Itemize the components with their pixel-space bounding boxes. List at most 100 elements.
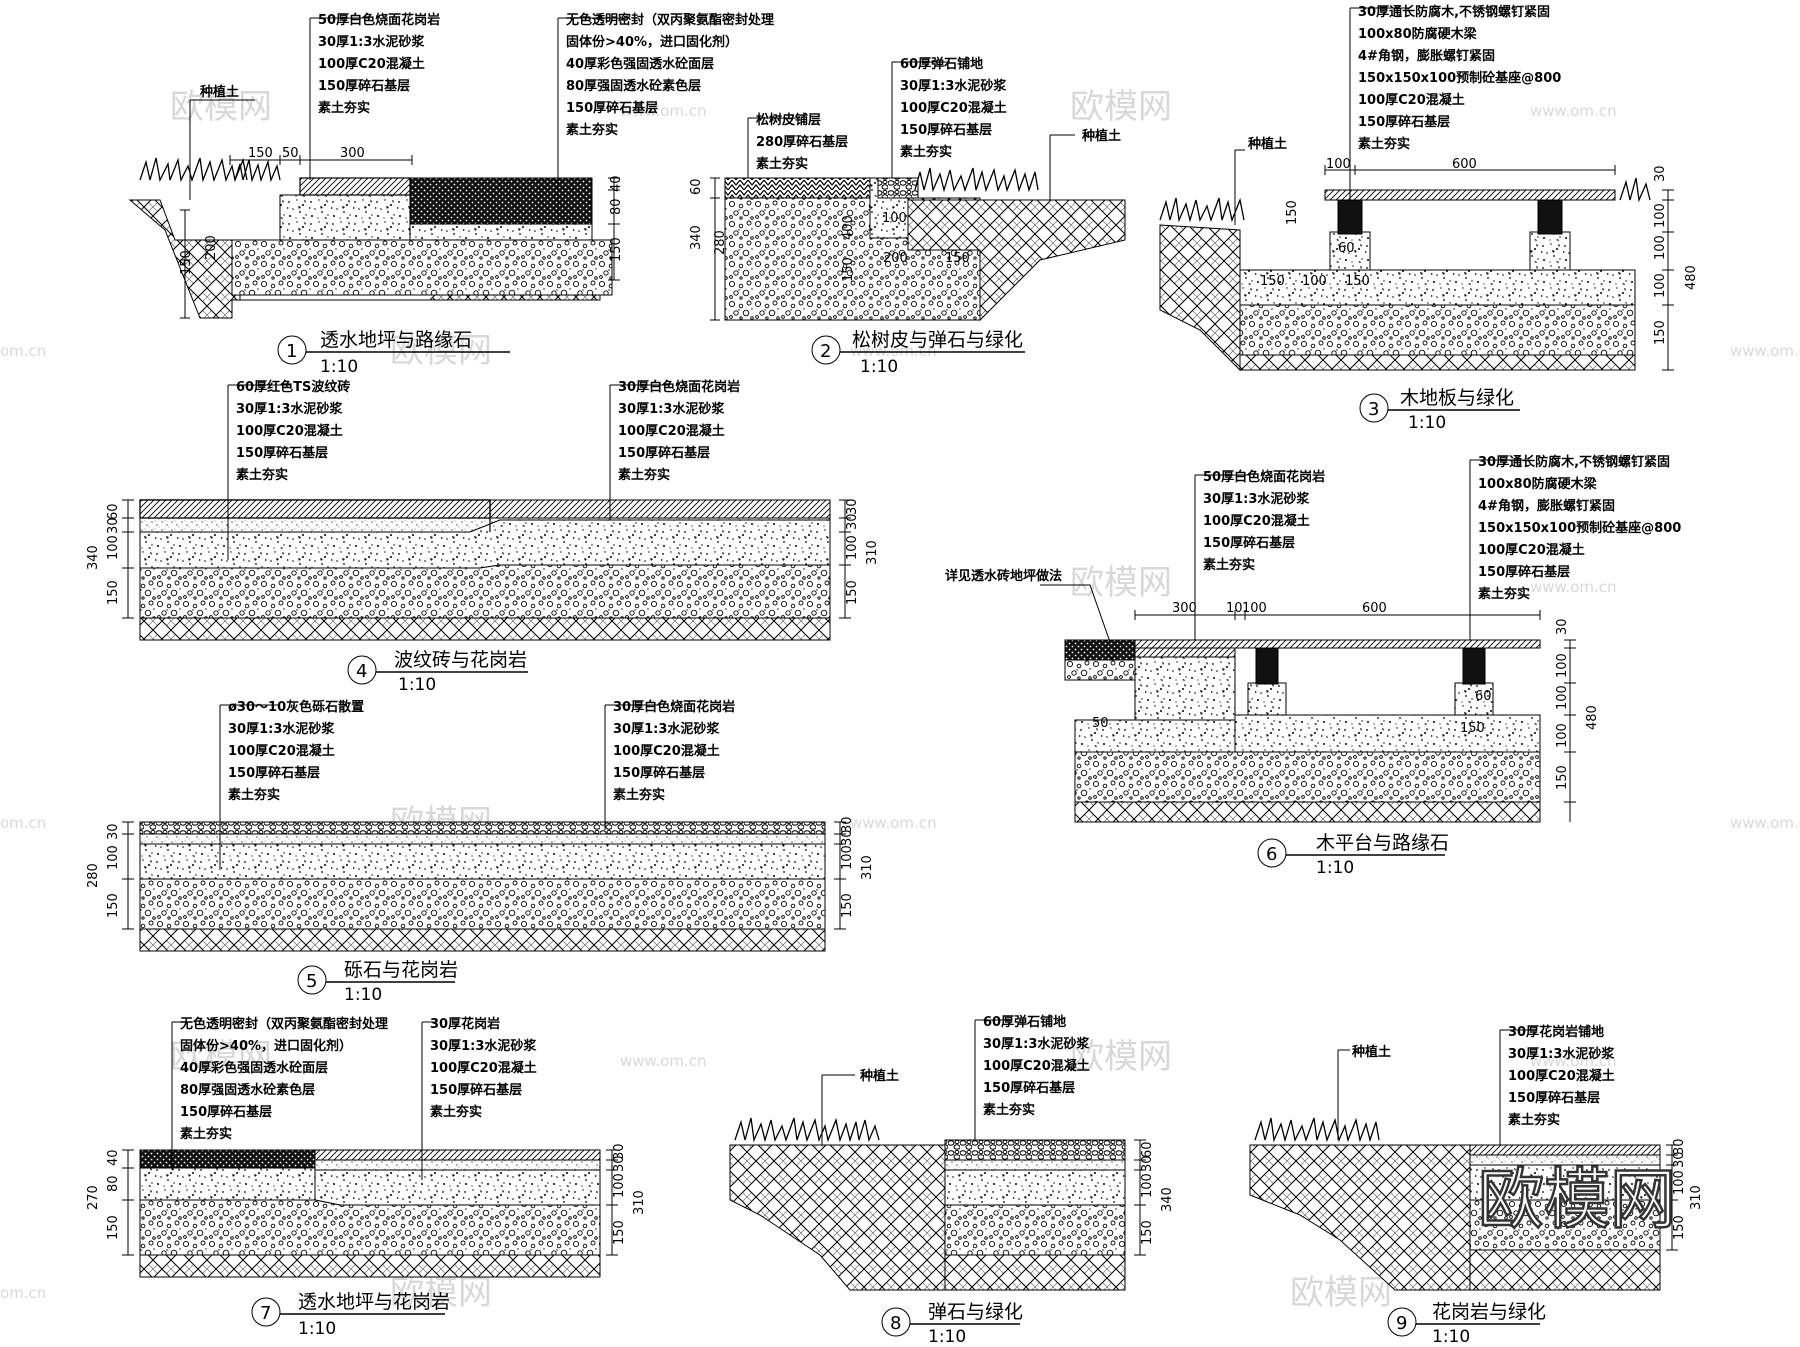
watermark-url: www.om.cn [1530, 1052, 1617, 1070]
detail-7-dim-labels: 40 80 150 270 30 30 100 150 310 [86, 1143, 647, 1245]
dim-label: 150 [1555, 765, 1570, 790]
watermark-url: www.om.cn [1530, 102, 1617, 120]
note-text: 150厚碎石基层 [228, 765, 320, 781]
dim-label: 150 [248, 146, 273, 161]
detail-number-circle [881, 1307, 911, 1337]
dim-label: 30 [1672, 1138, 1687, 1155]
watermark-url: www.om.cn [1530, 578, 1617, 596]
dim-label: 150 [1140, 1220, 1155, 1245]
dim-label: 150 [840, 893, 855, 918]
dim-label: 30 [612, 1155, 627, 1172]
detail-scale: 1:10 [860, 357, 898, 377]
note-text: 30厚通长防腐木,不锈钢螺钉紧固 [1358, 4, 1550, 20]
detail-number-circle [251, 1297, 281, 1327]
note-text: 280厚碎石基层 [756, 134, 848, 150]
watermark-logo: 欧模网 [390, 1273, 492, 1313]
dim-label: 30 [1653, 165, 1668, 182]
dim-label: 150 [845, 580, 860, 605]
note-text: 150厚碎石基层 [566, 100, 658, 116]
note-text: 种植土 [859, 1068, 899, 1084]
note-text: 固体份>40%，进口固化剂） [566, 34, 738, 50]
note-text: 30厚花岗岩铺地 [1508, 1024, 1604, 1040]
detail-title: 砾石与花岗岩 [344, 959, 458, 981]
watermark-url: om.cn [0, 814, 46, 832]
dim-label: 100 [1653, 235, 1668, 260]
dim-label: 50 [1092, 716, 1109, 731]
note-text: 40厚彩色强固透水砼面层 [566, 56, 714, 72]
dim-label: 480 [1684, 265, 1699, 290]
detail-2-notes-a: 松树皮铺层 280厚碎石基层 素土夯实 [756, 112, 848, 172]
detail-1-notes-a: 50厚白色烧面花岗岩 30厚1:3水泥砂浆 100厚C20混凝土 150厚碎石基… [318, 12, 440, 116]
dim-label: 40 [106, 1149, 121, 1166]
note-text: 100厚C20混凝土 [618, 423, 725, 439]
detail-number: 2 [820, 341, 831, 362]
detail-2-pine-bark-cobble-planting: 60 340 280 100 400 150 200 150 松树皮铺层 280… [689, 56, 1126, 377]
dim-label: 30 [845, 498, 860, 515]
note-text: 100厚C20混凝土 [983, 1058, 1090, 1074]
detail-number: 8 [890, 1313, 901, 1334]
dim-label: 150 [106, 580, 121, 605]
note-text: 60厚红色TS波纹砖 [236, 379, 350, 395]
dim-label: 270 [86, 1185, 101, 1210]
note-text: 素土夯实 [618, 467, 670, 483]
detail-5-dim-labels: 30 100 150 280 30 30 100 150 310 [86, 816, 875, 918]
note-text: 100厚C20混凝土 [1358, 92, 1465, 108]
note-text: 素土夯实 [1508, 1112, 1560, 1128]
note-text: 素土夯实 [1478, 586, 1530, 602]
detail-5-notes-a: ø30～10灰色砾石散置 30厚1:3水泥砂浆 100厚C20混凝土 150厚碎… [228, 699, 364, 803]
note-text: 素土夯实 [566, 122, 618, 138]
note-text: 素土夯实 [613, 787, 665, 803]
detail-number-circle [1359, 393, 1389, 423]
note-text: 30厚白色烧面花岗岩 [618, 379, 740, 395]
dim-label: 150 [609, 237, 624, 262]
dim-label: 200 [883, 251, 908, 266]
detail-number: 3 [1368, 399, 1379, 420]
note-text: 素土夯实 [1203, 557, 1255, 573]
detail-7-notes-b: 30厚花岗岩 30厚1:3水泥砂浆 100厚C20混凝土 150厚碎石基层 素土… [430, 1016, 537, 1120]
dim-label: 100 [882, 211, 907, 226]
dim-label: 150 [841, 257, 856, 282]
note-text: 松树皮铺层 [756, 112, 821, 128]
dim-label: 340 [1160, 1187, 1175, 1212]
note-text: 100厚C20混凝土 [228, 743, 335, 759]
detail-5-notes-b: 30厚白色烧面花岗岩 30厚1:3水泥砂浆 100厚C20混凝土 150厚碎石基… [613, 699, 735, 803]
note-text: 150x150x100预制砼基座@800 [1358, 70, 1561, 86]
detail-1-dim-labels: 150 50 300 150 200 40 80 150 [179, 146, 624, 275]
note-text: 30厚1:3水泥砂浆 [318, 34, 425, 50]
note-text: 4#角钢，膨胀螺钉紧固 [1358, 48, 1495, 64]
note-text: 种植土 [1247, 136, 1287, 152]
watermark-logo: 欧模网 [170, 1037, 272, 1077]
note-text: 100厚C20混凝土 [318, 56, 425, 72]
dim-label: 150 [179, 250, 194, 275]
note-text: 150厚碎石基层 [236, 445, 328, 461]
dim-label: 30 [1672, 1151, 1687, 1168]
watermark-url: om.cn [0, 1284, 46, 1302]
note-text: 4#角钢，膨胀螺钉紧固 [1478, 498, 1615, 514]
corner-brand-watermark: 欧模网 [1478, 1161, 1676, 1238]
note-text: 100厚C20混凝土 [1508, 1068, 1615, 1084]
dim-label: 60 [1140, 1141, 1155, 1158]
note-text: 150厚碎石基层 [1203, 535, 1295, 551]
dim-label: 100 [1672, 1170, 1687, 1195]
note-text: 150厚碎石基层 [1478, 564, 1570, 580]
detail-6-notes-b: 30厚通长防腐木,不锈钢螺钉紧固 100x80防腐硬木梁 4#角钢，膨胀螺钉紧固… [1478, 454, 1681, 602]
watermark-url: om.cn [0, 342, 46, 360]
detail-5-gravel-granite: 30 100 150 280 30 30 100 150 310 ø30～10灰… [86, 699, 875, 1005]
detail-number-circle [297, 965, 327, 995]
dim-label: 150 [1285, 200, 1300, 225]
detail-scale: 1:10 [1316, 858, 1354, 878]
dim-label: 300 [340, 146, 365, 161]
note-text: 60厚弹石铺地 [983, 1014, 1066, 1030]
dim-label: 400 [841, 215, 856, 240]
dim-label: 60 [1475, 689, 1492, 704]
dim-label: 310 [860, 855, 875, 880]
note-text: 30厚1:3水泥砂浆 [1508, 1046, 1615, 1062]
note-text: 100厚C20混凝土 [1478, 542, 1585, 558]
detail-number: 7 [260, 1303, 271, 1324]
dim-label: 150 [106, 1215, 121, 1240]
watermark-url: www.om.cn [620, 1052, 707, 1070]
detail-title: 透水地坪与花岗岩 [298, 1291, 450, 1313]
dim-label: 600 [1362, 601, 1387, 616]
dim-label: 30 [106, 823, 121, 840]
note-text: 种植土 [199, 84, 239, 100]
